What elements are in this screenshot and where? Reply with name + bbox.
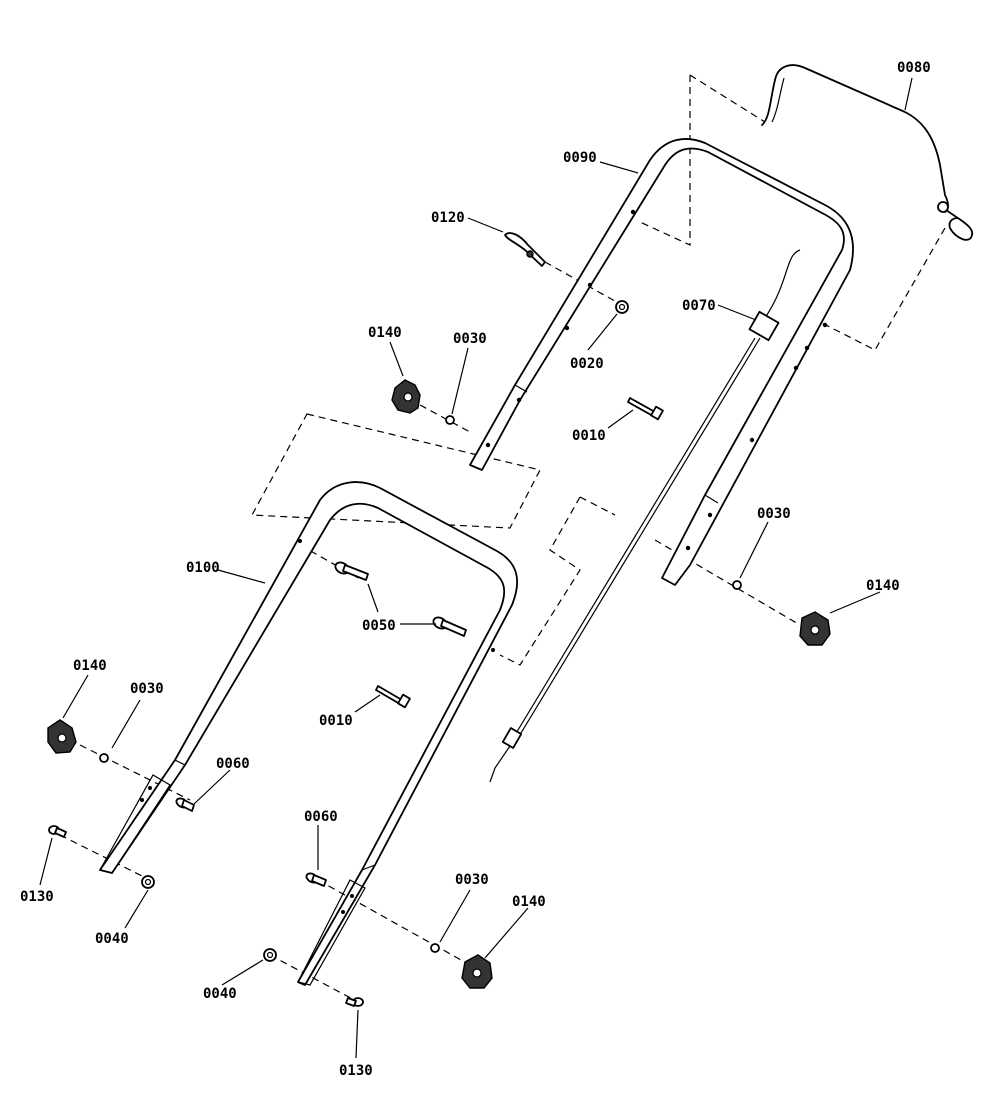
- bolt-0010-top: [627, 397, 664, 421]
- washer-0030-right: [732, 580, 742, 590]
- knob-0140-right: [799, 611, 831, 646]
- label-0130-left: 0130: [20, 889, 54, 905]
- label-0010-mid: 0010: [319, 713, 353, 729]
- label-0060-left: 0060: [216, 756, 250, 772]
- knob-0140-left: [47, 719, 77, 754]
- label-0040-left: 0040: [95, 931, 129, 947]
- leader-lines: [39, 77, 913, 1059]
- part-labels: 0080 0090 0120 0070 0020 0140 0030 0010 …: [20, 60, 931, 1079]
- label-0030-bottom: 0030: [455, 872, 489, 888]
- label-0140-left: 0140: [73, 658, 107, 674]
- label-0050: 0050: [362, 618, 396, 634]
- label-0070: 0070: [682, 298, 716, 314]
- bail-0080: [761, 64, 973, 241]
- bolt-0050-lower: [432, 616, 467, 637]
- label-0030-top: 0030: [453, 331, 487, 347]
- nut-0040-left: [141, 875, 155, 889]
- knob-0140-top: [391, 379, 421, 414]
- bolt-0060-left: [175, 797, 195, 812]
- upper-handle-0090: [469, 138, 854, 586]
- washer-0030-bottom: [430, 943, 440, 953]
- lower-handle-0100: [99, 481, 519, 986]
- bolt-0130-bottom: [345, 997, 364, 1007]
- nut-0020: [615, 300, 629, 314]
- washer-0030-left: [99, 753, 109, 763]
- bolt-0060-mid: [305, 872, 327, 887]
- label-0140-bottom: 0140: [512, 894, 546, 910]
- label-0130-bottom: 0130: [339, 1063, 373, 1079]
- knob-0140-bottom: [461, 954, 493, 989]
- label-0030-left: 0030: [130, 681, 164, 697]
- cable-0070: [489, 249, 801, 783]
- label-0080: 0080: [897, 60, 931, 76]
- label-0010-top: 0010: [572, 428, 606, 444]
- label-0140-top: 0140: [368, 325, 402, 341]
- assembly-lines: [59, 74, 946, 1004]
- nut-0040-bottom: [263, 948, 277, 962]
- label-0100: 0100: [186, 560, 220, 576]
- label-0020: 0020: [570, 356, 604, 372]
- bolt-0130-left: [48, 825, 67, 838]
- bolt-0050-upper: [334, 561, 369, 581]
- washer-0030-top: [445, 415, 455, 425]
- label-0030-right: 0030: [757, 506, 791, 522]
- label-0120: 0120: [431, 210, 465, 226]
- label-0090: 0090: [563, 150, 597, 166]
- label-0060-mid: 0060: [304, 809, 338, 825]
- bolt-0010-mid: [375, 685, 411, 709]
- label-0140-right: 0140: [866, 578, 900, 594]
- label-0040-bottom: 0040: [203, 986, 237, 1002]
- pin-0120: [504, 232, 546, 267]
